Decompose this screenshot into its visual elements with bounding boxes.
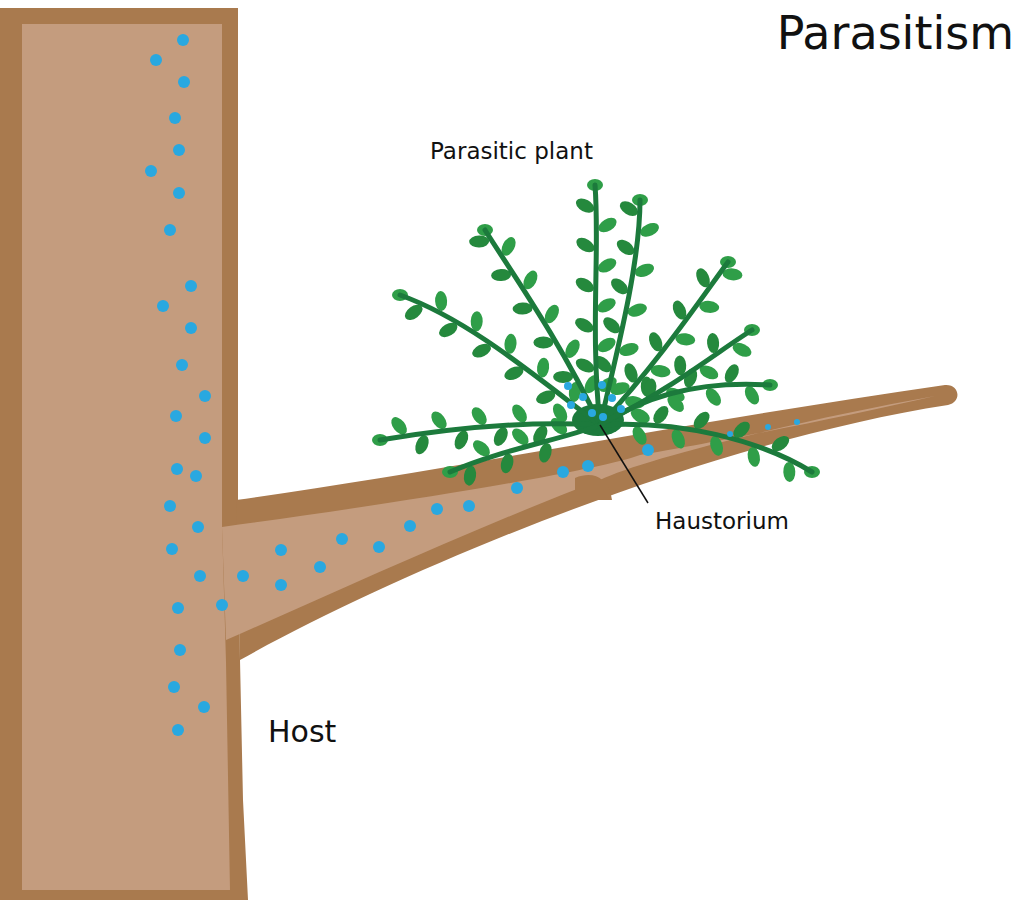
nutrient-dot (177, 34, 189, 46)
nutrient-dot (557, 466, 569, 478)
nutrient-dot (617, 405, 625, 413)
nutrient-dot (579, 393, 587, 401)
nutrient-dot (145, 165, 157, 177)
plant-stem (400, 295, 600, 425)
nutrient-dot (237, 570, 249, 582)
nutrient-dot (172, 602, 184, 614)
plant-stem (600, 424, 812, 472)
nutrient-dot (171, 463, 183, 475)
nutrient-dot (216, 599, 228, 611)
nutrient-dot (168, 681, 180, 693)
nutrient-dot (275, 544, 287, 556)
plant-leaf (596, 215, 619, 235)
haustorium-swelling (575, 475, 612, 502)
plant-leaf (573, 275, 596, 296)
nutrient-dot (170, 410, 182, 422)
nutrient-dot (199, 390, 211, 402)
nutrient-dot (588, 409, 596, 417)
plant-leaf (553, 371, 573, 383)
nutrient-dot (173, 187, 185, 199)
nutrient-dot (169, 112, 181, 124)
host-label: Host (268, 714, 336, 749)
plant-leaf (783, 462, 796, 483)
nutrient-dot (765, 424, 771, 430)
host-trunk-inner (22, 24, 230, 890)
nutrient-dot (164, 224, 176, 236)
haustorium-label: Haustorium (655, 508, 789, 534)
nutrient-dot (150, 54, 162, 66)
plant-leaf (595, 255, 618, 275)
nutrient-dot (727, 431, 733, 437)
plant-leaf (512, 302, 532, 315)
nutrient-dot (404, 520, 416, 532)
nutrient-dot (642, 444, 654, 456)
host-branch-inner (222, 396, 935, 640)
nutrient-dot (564, 382, 572, 390)
nutrient-dot (164, 500, 176, 512)
plant-leaf (573, 355, 596, 375)
nutrient-dot (192, 521, 204, 533)
nutrient-dot (314, 561, 326, 573)
plant-leaf (630, 424, 650, 447)
nutrient-dot (199, 432, 211, 444)
plant-stem (450, 425, 600, 472)
plant-leaf (509, 402, 530, 425)
nutrient-dot (185, 322, 197, 334)
diagram-title: Parasitism (777, 6, 1014, 60)
plant-leaf (595, 295, 618, 315)
plant-leaf (573, 315, 596, 335)
nutrient-dot (172, 724, 184, 736)
plant-leaf (533, 336, 553, 348)
nutrient-dot (336, 533, 348, 545)
plant-stem (600, 200, 640, 425)
plant-stem (600, 384, 770, 425)
nutrient-dot (463, 500, 475, 512)
plant-stem (600, 262, 728, 425)
parasitic-plant-drawing (372, 179, 820, 487)
nutrient-dot (157, 300, 169, 312)
nutrient-dot (166, 543, 178, 555)
leader-line (600, 425, 648, 503)
nutrient-dot (608, 394, 616, 402)
plant-stem (595, 185, 600, 425)
nutrient-dot (198, 701, 210, 713)
plant-stem (600, 330, 752, 425)
plant-leaf (742, 384, 762, 407)
nutrient-dot (582, 460, 594, 472)
plant-leaf (574, 235, 597, 256)
plant-label: Parasitic plant (430, 138, 593, 164)
nutrient-dot (185, 280, 197, 292)
nutrient-dot (176, 359, 188, 371)
nutrient-dot (373, 541, 385, 553)
nutrient-dot (190, 470, 202, 482)
nutrient-dot (794, 419, 800, 425)
nutrient-dots (145, 34, 800, 736)
nutrient-dot (174, 644, 186, 656)
nutrient-dot (567, 401, 575, 409)
nutrient-dot (178, 76, 190, 88)
nutrient-dot (194, 570, 206, 582)
nutrient-dot (598, 381, 606, 389)
plant-leaf (435, 291, 448, 312)
nutrient-dot (511, 482, 523, 494)
plant-leaf (470, 311, 483, 331)
nutrient-dot (173, 144, 185, 156)
plant-leaf (722, 362, 742, 385)
nutrient-dot (599, 413, 607, 421)
nutrient-dot (431, 503, 443, 515)
nutrient-dot (275, 579, 287, 591)
plant-leaf (573, 196, 596, 216)
host-trunk (0, 8, 248, 900)
plant-leaf (469, 235, 489, 248)
plant-stem (485, 230, 600, 425)
